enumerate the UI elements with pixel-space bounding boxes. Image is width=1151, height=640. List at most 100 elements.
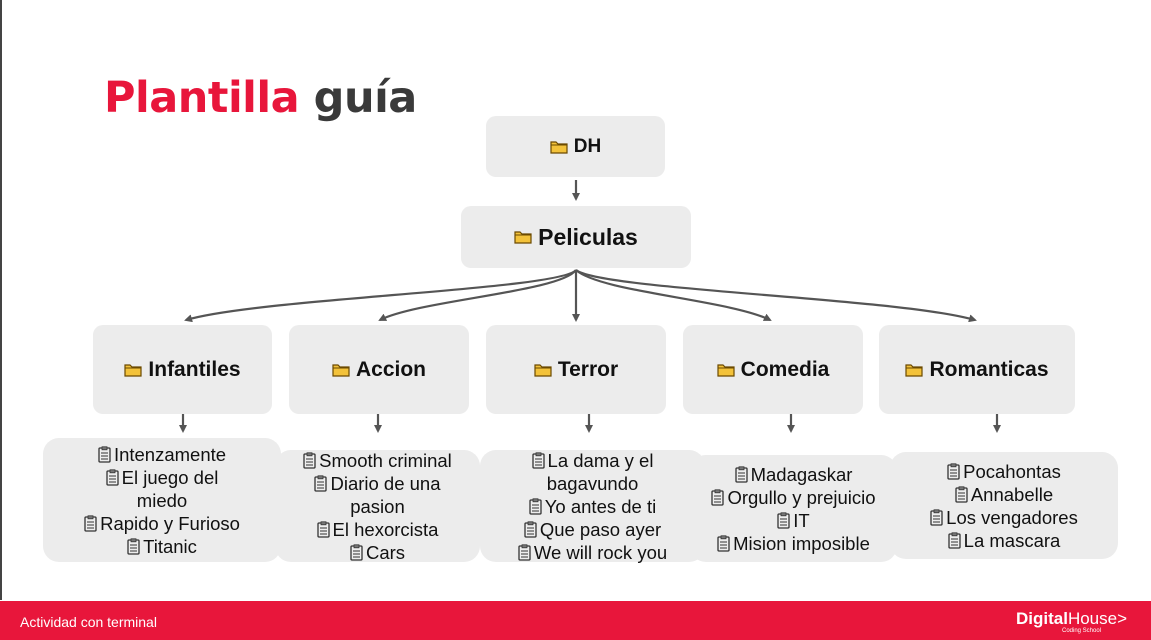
- list-item-text: miedo: [136, 489, 188, 511]
- folder-icon: [534, 363, 552, 377]
- list-item: IT: [777, 509, 810, 532]
- category-label: Infantiles: [148, 357, 241, 381]
- title-word-2: guía: [313, 73, 418, 123]
- clipboard-icon: [303, 451, 316, 469]
- logo-arrow: >: [1117, 609, 1128, 628]
- folder-icon: [550, 140, 568, 154]
- clipboard-icon: [947, 462, 960, 480]
- list-item-text: Pocahontas: [963, 460, 1061, 482]
- root-folder-box: DH: [486, 116, 665, 177]
- list-item-text: IT: [793, 509, 810, 531]
- list-item: Diario de una: [314, 472, 441, 495]
- list-item: Cars: [350, 541, 405, 564]
- list-item: El hexorcista: [316, 518, 439, 541]
- list-item-text: We will rock you: [533, 541, 668, 563]
- folder-icon: [514, 230, 532, 244]
- digitalhouse-logo: DigitalHouse> Coding School: [1016, 609, 1128, 634]
- footer-bar: Actividad con terminal DigitalHouse> Cod…: [0, 601, 1151, 640]
- clipboard-icon: [106, 468, 119, 486]
- list-item-text: Smooth criminal: [319, 449, 452, 471]
- clipboard-icon: [717, 534, 730, 552]
- list-item: Madagaskar: [734, 463, 853, 486]
- footer-text: Actividad con terminal: [20, 614, 157, 630]
- list-item: Los vengadores: [930, 506, 1078, 529]
- list-item-text: El hexorcista: [332, 518, 439, 540]
- clipboard-icon: [734, 465, 748, 483]
- list-item-text: Titanic: [143, 535, 197, 557]
- main-folder-label: Peliculas: [538, 223, 638, 250]
- list-item: La mascara: [948, 529, 1061, 552]
- list-item-text: Intenzamente: [113, 443, 227, 465]
- folder-icon: [332, 363, 350, 377]
- clipboard-icon: [955, 485, 968, 503]
- category-box-comedia: Comedia: [683, 325, 863, 414]
- list-item-text: Rapido y Furioso: [100, 512, 240, 534]
- title-word-1: Plantilla: [104, 73, 300, 123]
- clipboard-icon: [948, 531, 961, 549]
- logo-bold-text: Digital: [1016, 609, 1068, 628]
- clipboard-icon: [711, 488, 725, 506]
- folder-icon: [717, 363, 735, 377]
- clipboard-icon: [531, 451, 545, 469]
- list-item-text: El juego del: [121, 466, 219, 488]
- list-item-text: Orgullo y prejuicio: [727, 486, 876, 508]
- list-item-text: bagavundo: [546, 472, 639, 494]
- list-item-text: Annabelle: [970, 483, 1054, 505]
- list-item: El juego del: [106, 466, 219, 489]
- list-item: pasion: [350, 495, 405, 518]
- folder-icon: [905, 363, 924, 377]
- category-box-romanticas: Romanticas: [879, 325, 1075, 414]
- list-item: Pocahontas: [947, 460, 1061, 483]
- category-label: Terror: [557, 357, 619, 381]
- list-item: Que paso ayer: [524, 518, 661, 541]
- list-item-text: Yo antes de ti: [544, 495, 657, 517]
- folder-icon: [124, 363, 143, 377]
- category-label: Accion: [355, 357, 426, 381]
- list-item: La dama y el: [531, 449, 654, 472]
- list-item: Yo antes de ti: [529, 495, 656, 518]
- page-title: Plantilla guía: [104, 70, 417, 126]
- clipboard-icon: [84, 514, 97, 532]
- root-folder-label: DH: [573, 135, 602, 157]
- list-item-text: Mision imposible: [733, 532, 870, 554]
- clipboard-icon: [98, 445, 111, 463]
- arrow-main-to-comedia: [575, 269, 772, 321]
- clipboard-icon: [529, 497, 542, 515]
- list-item: miedo: [137, 489, 187, 512]
- list-item: Orgullo y prejuicio: [711, 486, 876, 509]
- list-item-text: Madagaskar: [750, 463, 853, 485]
- arrow-main-to-infantiles: [184, 269, 577, 323]
- list-item-text: Que paso ayer: [539, 518, 662, 540]
- list-item: Smooth criminal: [303, 449, 452, 472]
- category-box-accion: Accion: [289, 325, 469, 414]
- category-label: Comedia: [740, 357, 830, 381]
- list-item-text: Diario de una: [330, 472, 441, 494]
- category-box-terror: Terror: [486, 325, 666, 414]
- list-item: Titanic: [127, 535, 197, 558]
- clipboard-icon: [524, 520, 537, 538]
- left-frame-border: [0, 0, 2, 600]
- list-item: bagavundo: [547, 472, 639, 495]
- arrow-main-to-romanticas: [575, 269, 977, 323]
- list-item: Annabelle: [955, 483, 1053, 506]
- list-item-text: pasion: [350, 495, 405, 517]
- category-label: Romanticas: [929, 357, 1049, 381]
- list-item: Rapido y Furioso: [84, 512, 240, 535]
- list-item-text: La dama y el: [547, 449, 654, 471]
- logo-subtitle: Coding School: [1062, 628, 1102, 634]
- list-item-text: La mascara: [963, 529, 1061, 551]
- category-box-infantiles: Infantiles: [93, 325, 272, 414]
- list-item: We will rock you: [518, 541, 667, 564]
- logo-rest-text: House: [1067, 609, 1118, 628]
- arrow-main-to-accion: [378, 269, 577, 321]
- clipboard-icon: [350, 543, 363, 561]
- list-item: Mision imposible: [717, 532, 870, 555]
- list-item-text: Cars: [365, 541, 406, 563]
- clipboard-icon: [127, 537, 140, 555]
- clipboard-icon: [777, 511, 790, 529]
